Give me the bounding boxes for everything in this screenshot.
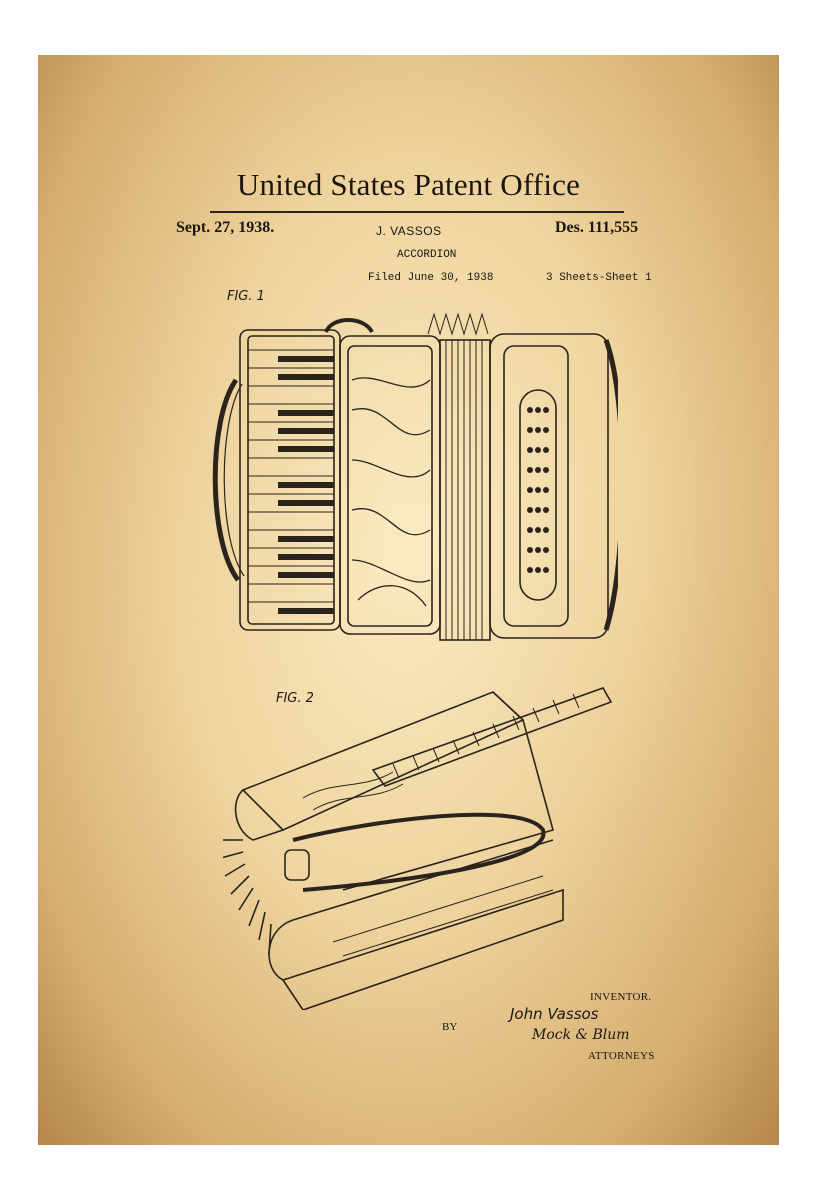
inventor-header: J. VASSOS xyxy=(376,224,442,238)
accordion-front-drawing xyxy=(208,310,618,650)
sheet-count: 3 Sheets-Sheet 1 xyxy=(546,272,652,284)
by-label: BY xyxy=(442,1021,457,1033)
accordion-perspective-drawing xyxy=(223,680,623,1010)
inventor-label: INVENTOR. xyxy=(590,991,651,1003)
filed-date: Filed June 30, 1938 xyxy=(368,272,493,284)
attorneys-signature: Mock & Blum xyxy=(532,1027,630,1043)
design-number: Des. 111,555 xyxy=(555,219,638,237)
patent-subject: ACCORDION xyxy=(397,249,456,261)
attorneys-label: ATTORNEYS xyxy=(588,1050,655,1062)
patent-office-title: United States Patent Office xyxy=(38,167,779,203)
title-rule xyxy=(210,211,624,213)
figure-1-label: FIG. 1 xyxy=(227,289,265,304)
patent-sheet: United States Patent Office Sept. 27, 19… xyxy=(38,55,779,1145)
patent-date: Sept. 27, 1938. xyxy=(176,219,274,237)
inventor-signature: John Vassos xyxy=(510,1005,599,1023)
